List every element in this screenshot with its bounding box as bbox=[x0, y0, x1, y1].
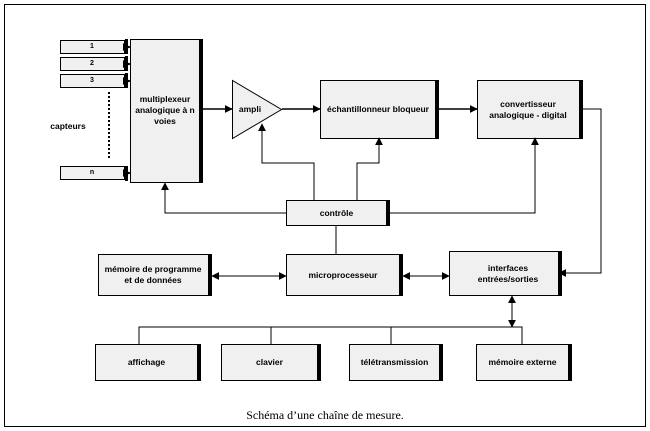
figure-frame bbox=[4, 4, 646, 427]
microprocessor-box bbox=[286, 254, 400, 296]
peripheral-bus bbox=[138, 326, 523, 344]
input-box-3 bbox=[60, 74, 125, 88]
figure-caption: Schéma d’une chaîne de mesure. bbox=[246, 408, 404, 422]
sample-hold-box bbox=[320, 80, 436, 139]
external-memory-box bbox=[476, 344, 569, 381]
arrow-adc-to-interfaces bbox=[558, 108, 602, 277]
adc-box bbox=[477, 80, 580, 139]
input-box-2 bbox=[60, 57, 125, 71]
interfaces-box bbox=[449, 251, 559, 296]
memory-box bbox=[98, 254, 209, 296]
amplifier-triangle bbox=[232, 79, 283, 140]
arrow-control-to-mux bbox=[161, 182, 286, 214]
input-box-n bbox=[60, 166, 125, 180]
display-box bbox=[95, 344, 198, 381]
control-box bbox=[286, 200, 387, 226]
arrow-control-to-ampli bbox=[258, 123, 315, 200]
multiplexer-box bbox=[130, 39, 200, 183]
input-box-1 bbox=[60, 40, 125, 54]
arrow-control-to-sampler bbox=[356, 137, 383, 200]
arrow-control-to-adc bbox=[386, 137, 539, 214]
keyboard-box bbox=[221, 344, 318, 381]
teletransmission-box bbox=[349, 344, 440, 381]
